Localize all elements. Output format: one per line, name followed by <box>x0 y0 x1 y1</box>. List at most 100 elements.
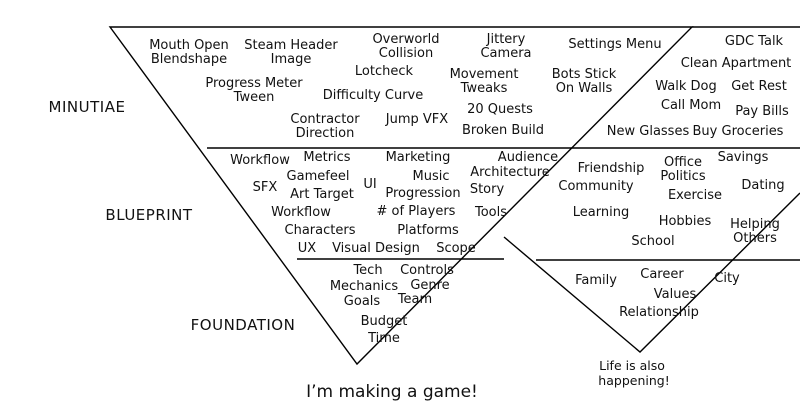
life-minutiae-term-call-mom: Call Mom <box>661 98 721 113</box>
life-minutiae-term-clean-apartment: Clean Apartment <box>681 56 792 71</box>
game-blueprint-term-characters: Characters <box>285 223 356 238</box>
level-label-blueprint: BLUEPRINT <box>105 206 192 224</box>
game-blueprint-term-platforms: Platforms <box>397 223 459 238</box>
term-line: Career <box>640 267 684 282</box>
game-foundation-term-tech: Tech <box>352 263 382 278</box>
life-minutiae-term-pay-bills: Pay Bills <box>735 104 789 119</box>
term-line: Marketing <box>386 150 451 165</box>
life-note-line: Life is also <box>599 358 665 373</box>
term-line: UX <box>298 241 317 256</box>
life-foundation-term-values: Values <box>654 287 697 302</box>
term-line: Collision <box>379 46 433 61</box>
life-blueprint-term-friendship: Friendship <box>578 161 645 176</box>
life-foundation-term-relationship: Relationship <box>619 305 699 320</box>
term-line: Blendshape <box>151 52 227 67</box>
term-line: Art Target <box>290 187 354 202</box>
game-triangle-outline <box>108 26 694 366</box>
term-line: Gamefeel <box>287 169 350 184</box>
term-line: Buy Groceries <box>693 124 784 139</box>
term-line: Others <box>733 231 777 246</box>
game-blueprint-term-workflow: Workflow <box>271 205 331 220</box>
life-blueprint-term-exercise: Exercise <box>668 188 722 203</box>
term-line: Learning <box>573 205 629 220</box>
term-line: Movement <box>450 67 519 82</box>
term-line: Tweaks <box>460 81 508 96</box>
term-line: Visual Design <box>332 241 420 256</box>
term-line: Music <box>413 169 450 184</box>
game-blueprint-term-tools: Tools <box>474 205 507 220</box>
term-line: Tools <box>474 205 507 220</box>
term-line: Team <box>397 292 432 307</box>
life-foundation-term-family: Family <box>575 273 617 288</box>
term-line: Controls <box>400 263 454 278</box>
term-line: Mouth Open <box>149 38 229 53</box>
term-line: Helping <box>730 217 780 232</box>
life-shape-left-edge <box>503 192 800 353</box>
game-blueprint-term-music: Music <box>413 169 450 184</box>
term-line: Community <box>558 179 634 194</box>
term-line: Broken Build <box>462 123 544 138</box>
life-minutiae-term-get-rest: Get Rest <box>731 79 787 94</box>
term-line: Lotcheck <box>355 64 414 79</box>
term-line: Walk Dog <box>655 79 716 94</box>
term-line: SFX <box>253 180 278 195</box>
life-minutiae-term-buy-groceries: Buy Groceries <box>693 124 784 139</box>
game-foundation-term-controls: Controls <box>400 263 454 278</box>
term-line: Friendship <box>578 161 645 176</box>
term-line: Mechanics <box>330 279 399 294</box>
term-line: Savings <box>718 150 769 165</box>
term-line: Relationship <box>619 305 699 320</box>
game-minutiae-term-difficulty-curve: Difficulty Curve <box>323 88 423 103</box>
term-line: School <box>631 234 674 249</box>
term-line: Architecture <box>470 165 550 180</box>
game-foundation-term-team: Team <box>397 292 432 307</box>
term-line: # of Players <box>377 204 456 219</box>
term-line: Hobbies <box>659 214 712 229</box>
life-foundation-term-career: Career <box>640 267 684 282</box>
term-line: Dating <box>741 178 784 193</box>
game-foundation-term-genre: Genre <box>410 278 449 293</box>
term-line: Scope <box>436 241 476 256</box>
term-line: UI <box>363 177 376 192</box>
term-line: Goals <box>344 294 381 309</box>
level-label-foundation: FOUNDATION <box>191 316 296 334</box>
game-minutiae-term-lotcheck: Lotcheck <box>355 64 414 79</box>
game-blueprint-term-gamefeel: Gamefeel <box>287 169 350 184</box>
term-line: Genre <box>410 278 449 293</box>
game-minutiae-term-broken-build: Broken Build <box>462 123 544 138</box>
term-line: Audience <box>498 150 558 165</box>
game-blueprint-term-art-target: Art Target <box>290 187 354 202</box>
game-blueprint-term-ui: UI <box>363 177 376 192</box>
game-blueprint-term-progression: Progression <box>385 186 460 201</box>
game-foundation-term-goals: Goals <box>344 294 381 309</box>
term-line: 20 Quests <box>467 102 533 117</box>
term-line: Platforms <box>397 223 459 238</box>
life-foundation-term-city: City <box>714 271 740 286</box>
term-line: Budget <box>361 314 408 329</box>
game-minutiae-term-20-quests: 20 Quests <box>467 102 533 117</box>
life-minutiae-term-walk-dog: Walk Dog <box>655 79 716 94</box>
term-line: Progress Meter <box>205 76 303 91</box>
term-line: Image <box>271 52 312 67</box>
term-line: Bots Stick <box>552 67 617 82</box>
game-blueprint-term-story: Story <box>470 182 505 197</box>
life-blueprint-term-savings: Savings <box>718 150 769 165</box>
life-minutiae-term-gdc-talk: GDC Talk <box>725 34 784 49</box>
term-line: New Glasses <box>607 124 690 139</box>
life-blueprint-term-learning: Learning <box>573 205 629 220</box>
game-blueprint-term-ux: UX <box>298 241 317 256</box>
term-line: Time <box>367 331 400 346</box>
game-blueprint-term-visual-design: Visual Design <box>332 241 420 256</box>
game-foundation-term-mechanics: Mechanics <box>330 279 399 294</box>
term-line: Metrics <box>303 150 350 165</box>
term-line: Get Rest <box>731 79 787 94</box>
term-line: Contractor <box>290 112 360 127</box>
term-line: Office <box>664 155 702 170</box>
